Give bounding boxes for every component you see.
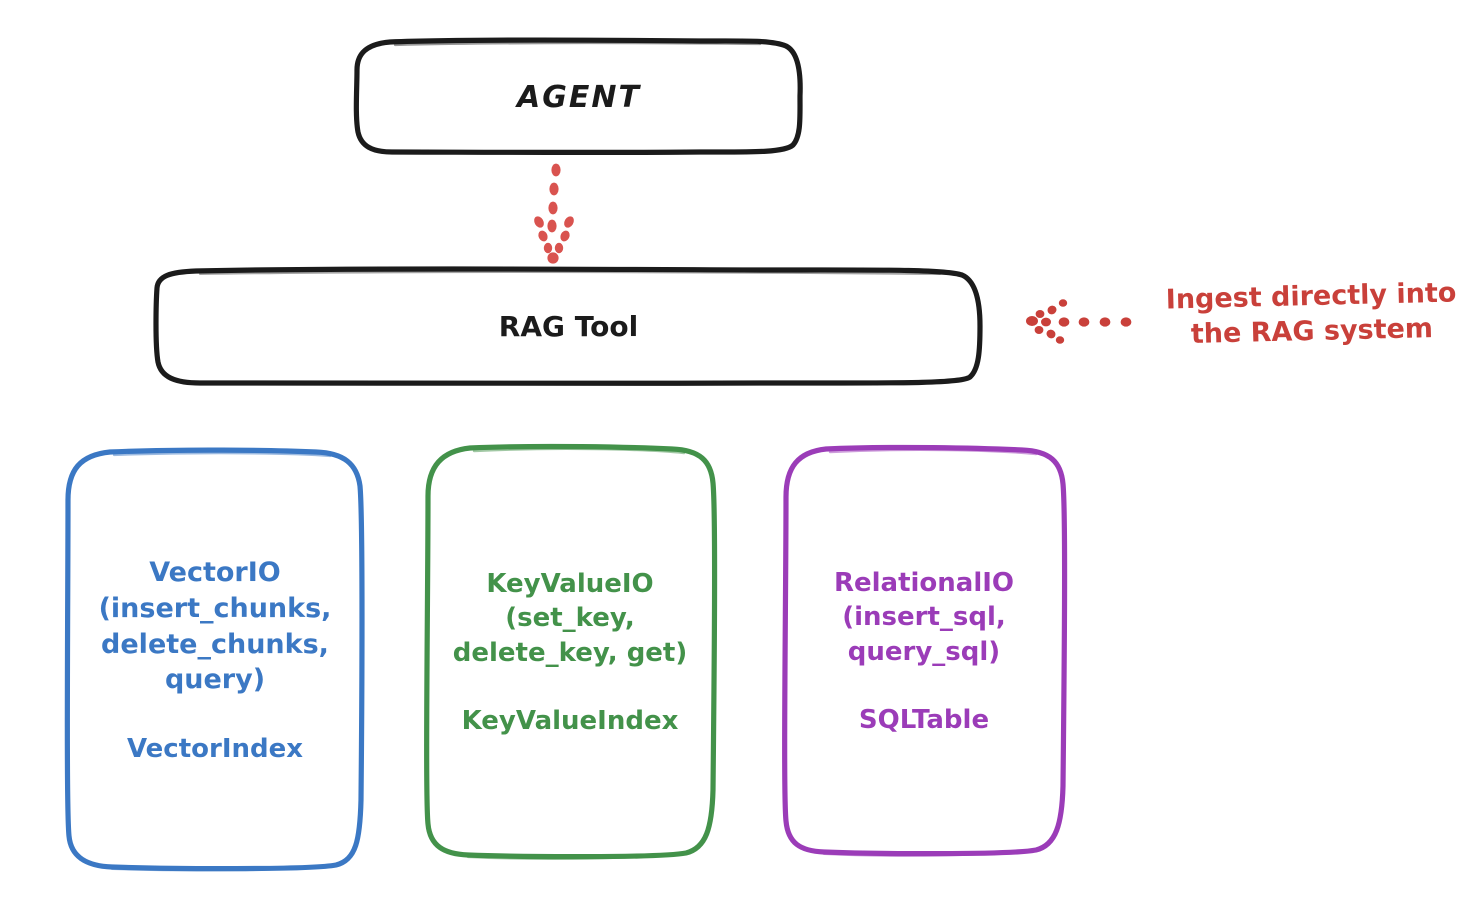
key-value-io-methods: KeyValueIO (set_key, delete_key, get) xyxy=(452,569,688,668)
vector-io-node[interactable]: VectorIO (insert_chunks, delete_chunks, … xyxy=(68,451,362,868)
agent-to-rag-connector-icon xyxy=(534,163,574,264)
vector-index-label: VectorIndex xyxy=(126,733,304,764)
rag-tool-label: RAG Tool xyxy=(498,310,639,343)
ingest-annotation-label: Ingest directly into the RAG system xyxy=(1165,277,1457,351)
key-value-index-label: KeyValueIndex xyxy=(461,705,679,736)
agent-label: AGENT xyxy=(517,79,641,115)
relational-io-node[interactable]: RelationalIO (insert_sql, query_sql) SQL… xyxy=(786,448,1062,853)
vector-io-methods: VectorIO (insert_chunks, delete_chunks, … xyxy=(98,557,332,696)
agent-node[interactable]: AGENT xyxy=(357,41,801,153)
sql-table-label: SQLTable xyxy=(858,704,990,735)
relational-io-methods: RelationalIO (insert_sql, query_sql) xyxy=(833,568,1015,667)
rag-tool-node[interactable]: RAG Tool xyxy=(156,270,981,383)
annotation-to-rag-connector-icon xyxy=(1026,299,1132,344)
key-value-io-node[interactable]: KeyValueIO (set_key, delete_key, get) Ke… xyxy=(428,447,712,856)
